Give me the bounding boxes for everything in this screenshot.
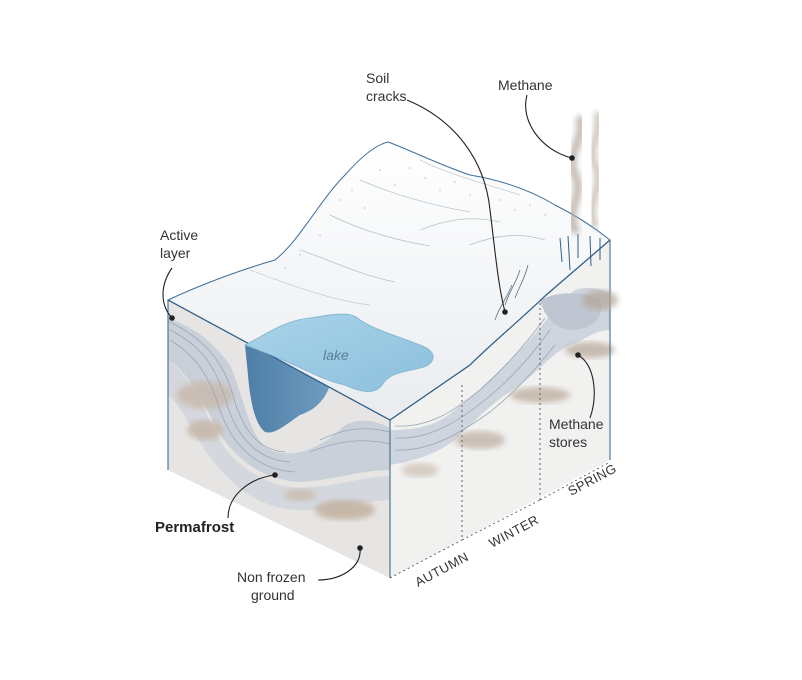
- lake-label: lake: [323, 347, 349, 363]
- active-layer-label: Active layer: [160, 227, 202, 261]
- methane-stores-label: Methane stores: [549, 416, 607, 450]
- methane-plume: [567, 111, 602, 235]
- permafrost-label: Permafrost: [155, 519, 234, 536]
- block-top-surface: [166, 141, 611, 578]
- block-left-face: [168, 300, 391, 578]
- leader-lines: [162, 94, 595, 581]
- non-frozen-ground-label: Non frozen ground: [237, 569, 309, 603]
- block-right-face: [389, 240, 615, 579]
- soil-cracks-label: Soil cracks: [366, 70, 406, 104]
- methane-stores-blob: [582, 290, 618, 310]
- methane-label: Methane: [498, 77, 553, 93]
